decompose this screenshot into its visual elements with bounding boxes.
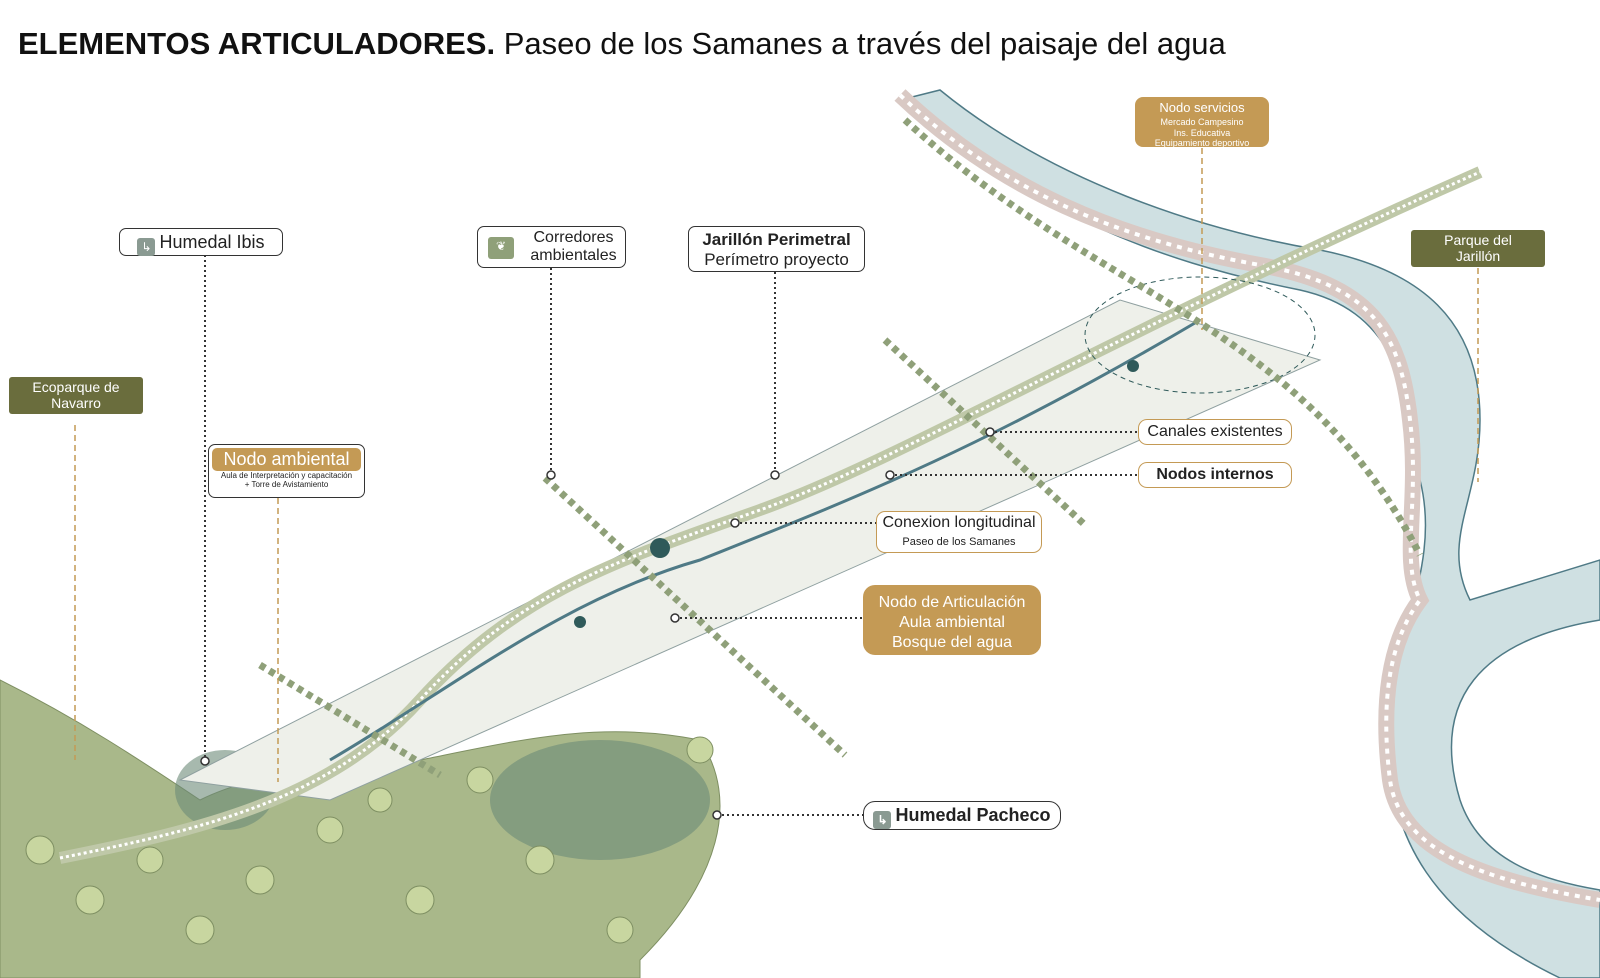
page-title: ELEMENTOS ARTICULADORES. Paseo de los Sa… [18,26,1226,62]
label-line: + Torre de Avistamiento [244,479,329,489]
label-text: Corredores [533,229,614,246]
humedal-pacheco-area [490,740,710,860]
label-text: Jarillón [1455,248,1501,265]
label-text: Perímetro proyecto [704,249,849,269]
label-line: Ins. Educativa [1173,127,1231,138]
project-strip [178,299,1322,801]
label-text: Aula ambiental [899,614,1005,631]
label-text: Nodo de Articulación [878,594,1026,611]
river [898,89,1600,978]
title-rest: Paseo de los Samanes a través del paisaj… [495,26,1226,61]
label-line: Aula de Interpretación y capacitación [220,470,353,480]
label-sub: Paseo de los Samanes [902,536,1016,549]
canal [329,318,1201,762]
label-humedal-ibis: ↳Humedal Ibis [119,228,283,256]
title-bold: ELEMENTOS ARTICULADORES. [18,26,496,61]
leaf-icon: ❦ [488,237,514,259]
wetland-icon: ↳ [873,811,892,829]
label-line: Equipamiento deportivo [1154,138,1250,149]
label-text: Ecoparque de [32,379,120,395]
corredores-arrows [258,117,1424,778]
label-text: Humedal Pacheco [895,805,1051,825]
label-nodo-ambiental: Nodo ambiental Aula de Interpretación y … [208,444,365,498]
label-humedal-pacheco: ↳Humedal Pacheco [863,801,1061,830]
wetland-icon: ↳ [137,238,156,256]
label-title: Nodo servicios [1159,100,1245,115]
nodo-servicios-ring [1084,276,1316,394]
label-text: ambientales [530,247,617,265]
label-text: Parque del [1444,232,1512,248]
label-text: Humedal Ibis [159,232,265,252]
label-nodos-internos: Nodos internos [1138,462,1292,488]
label-text: Jarillón Perimetral [702,230,851,249]
label-line: Mercado Campesino [1160,117,1244,128]
label-canales: Canales existentes [1138,419,1292,445]
label-text: Bosque del agua [891,634,1013,651]
label-title: Nodo ambiental [212,448,361,471]
label-text: Navarro [51,395,101,412]
label-title: Conexion longitudinal [882,514,1036,531]
